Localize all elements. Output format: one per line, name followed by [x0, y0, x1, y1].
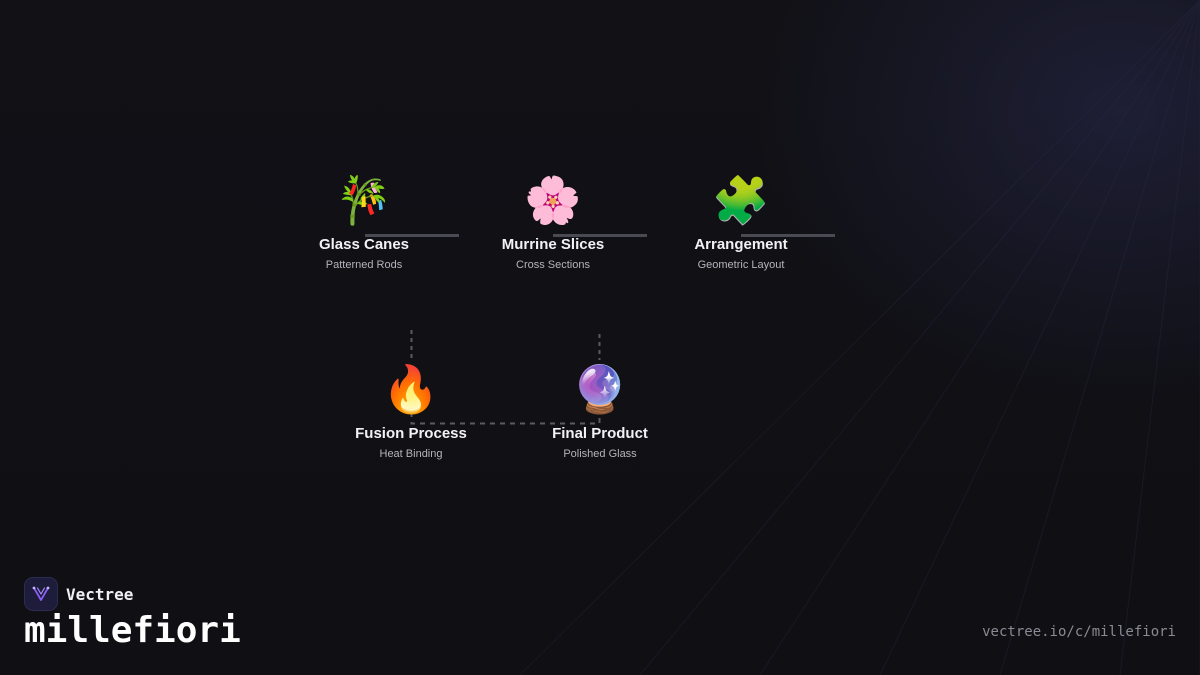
brand-name: Vectree [66, 584, 134, 604]
node-subtitle: Patterned Rods [325, 259, 403, 271]
puzzle-piece-icon: 🧩 [712, 173, 770, 227]
node-title: Glass Canes [318, 236, 410, 253]
node-title: Murrine Slices [501, 236, 605, 253]
vectree-logo-icon [24, 577, 58, 611]
node-subtitle: Polished Glass [563, 448, 637, 460]
node-glass-canes[interactable]: 🎋 Glass Canes Patterned Rods [284, 172, 444, 271]
node-subtitle: Heat Binding [379, 448, 443, 460]
node-final-product[interactable]: 🔮 Final Product Polished Glass [520, 361, 680, 460]
page-url[interactable]: vectree.io/c/millefiori [982, 624, 1176, 640]
crystal-ball-icon: 🔮 [571, 362, 629, 416]
node-subtitle: Geometric Layout [697, 259, 785, 271]
node-subtitle: Cross Sections [516, 259, 590, 271]
node-fusion-process[interactable]: 🔥 Fusion Process Heat Binding [331, 361, 491, 460]
node-murrine-slices[interactable]: 🌸 Murrine Slices Cross Sections [473, 172, 633, 271]
cherry-blossom-icon: 🌸 [524, 173, 582, 227]
tanabata-tree-icon: 🎋 [335, 173, 393, 227]
page-title: millefiori [24, 610, 241, 651]
node-title: Final Product [552, 425, 648, 442]
fire-icon: 🔥 [382, 362, 440, 416]
node-arrangement[interactable]: 🧩 Arrangement Geometric Layout [661, 172, 821, 271]
brand[interactable]: Vectree [24, 577, 133, 611]
node-title: Fusion Process [355, 425, 467, 442]
node-title: Arrangement [694, 236, 788, 253]
